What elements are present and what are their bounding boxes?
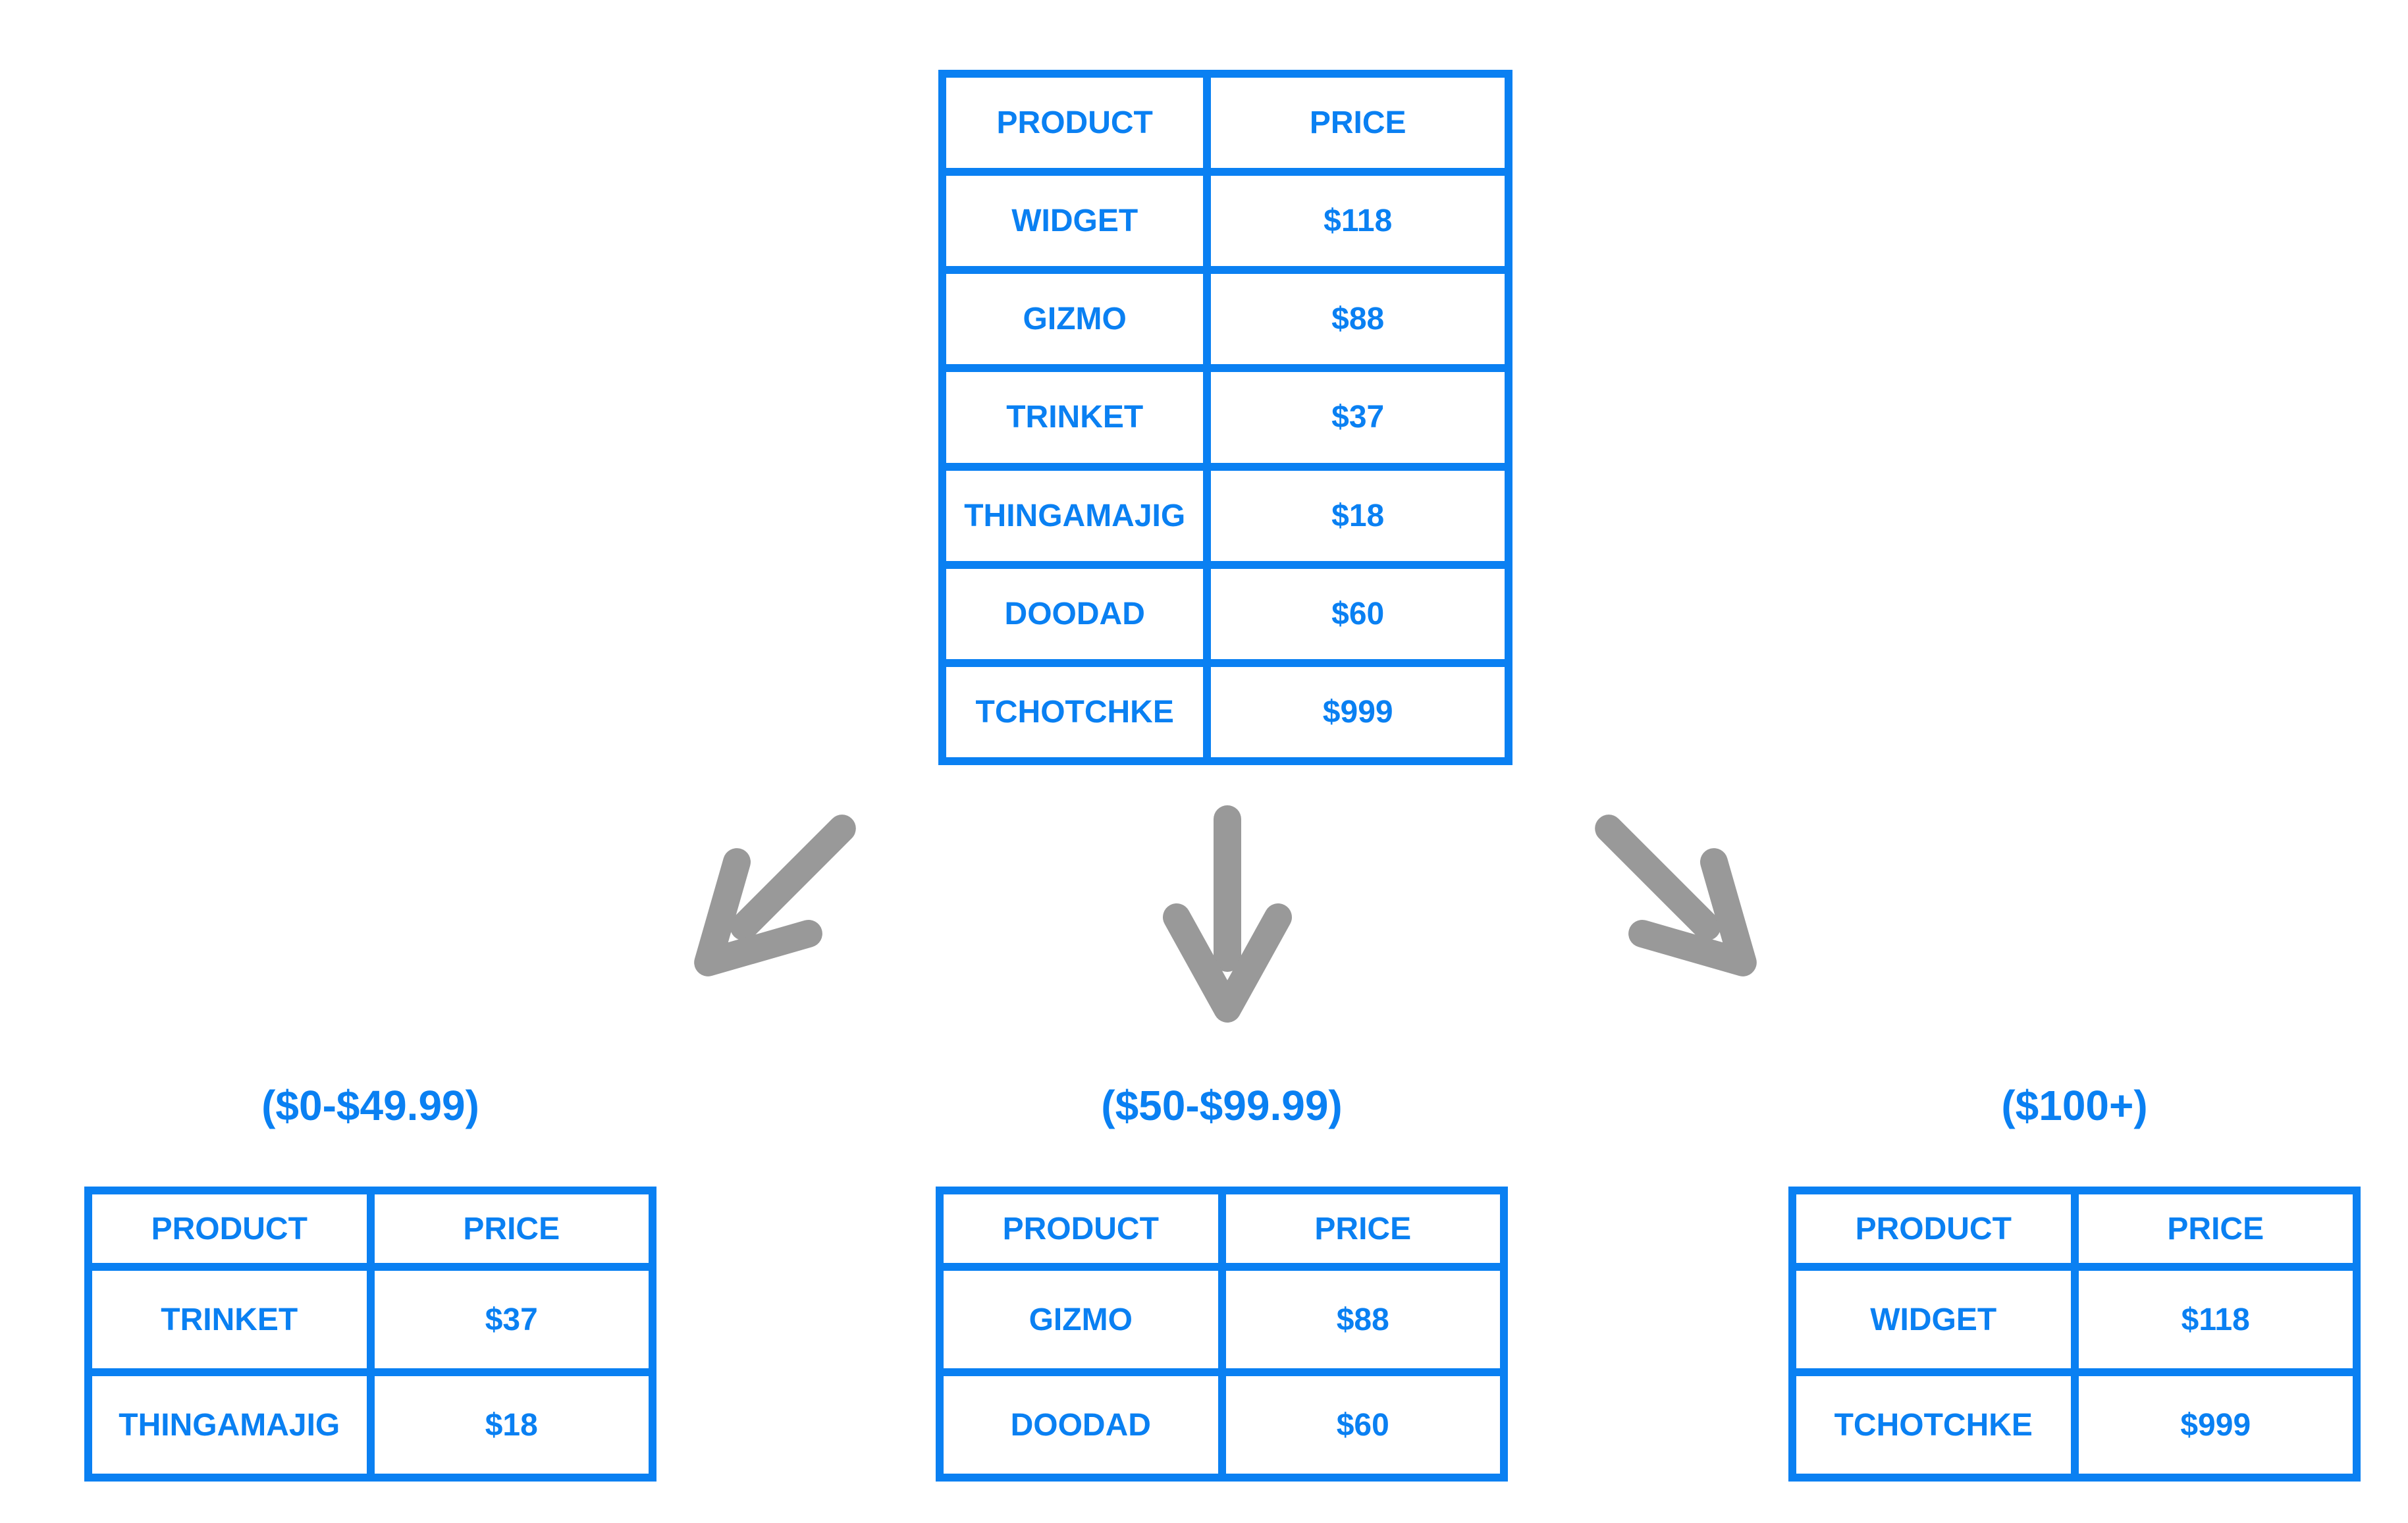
- table-cell: TCHOTCHKE: [946, 666, 1204, 757]
- branch-table-header-price: PRICE: [1225, 1194, 1500, 1263]
- branch-table-header-price: PRICE: [374, 1194, 649, 1263]
- table-cell: TRINKET: [92, 1271, 367, 1368]
- source-table-header-product: PRODUCT: [946, 78, 1204, 169]
- table-cell: THINGAMAJIG: [946, 470, 1204, 561]
- table-cell: TRINKET: [946, 372, 1204, 463]
- table-cell: THINGAMAJIG: [92, 1376, 367, 1474]
- table-cell: DOODAD: [946, 568, 1204, 659]
- table-cell: $37: [1211, 372, 1505, 463]
- table-cell: $999: [1211, 666, 1505, 757]
- table-cell: $118: [2078, 1271, 2353, 1368]
- table-cell: WIDGET: [1796, 1271, 2071, 1368]
- branch-label-mid-range: ($50-$99.99): [1101, 1082, 1343, 1129]
- branch-label-low-range: ($0-$49.99): [261, 1082, 479, 1129]
- table-cell: $37: [374, 1271, 649, 1368]
- table-cell: DOODAD: [944, 1376, 1218, 1474]
- source-table-header-price: PRICE: [1211, 78, 1505, 169]
- table-cell: TCHOTCHKE: [1796, 1376, 2071, 1474]
- table-cell: $60: [1211, 568, 1505, 659]
- branch-table-mid-range: PRODUCT PRICE GIZMO $88 DOODAD $60: [936, 1187, 1508, 1482]
- branch-table-header-product: PRODUCT: [92, 1194, 367, 1263]
- source-table: PRODUCT PRICE WIDGET $118 GIZMO $88 TRIN…: [938, 70, 1512, 765]
- table-cell: $999: [2078, 1376, 2353, 1474]
- branch-table-header-product: PRODUCT: [944, 1194, 1218, 1263]
- table-cell: $18: [1211, 470, 1505, 561]
- down-left-arrow-icon: [645, 765, 905, 1026]
- branch-table-low-range: PRODUCT PRICE TRINKET $37 THINGAMAJIG $1…: [84, 1187, 656, 1482]
- table-cell: GIZMO: [946, 274, 1204, 365]
- table-cell: $118: [1211, 176, 1505, 267]
- down-right-arrow-icon: [1545, 765, 1806, 1026]
- branch-table-high-range: PRODUCT PRICE WIDGET $118 TCHOTCHKE $999: [1788, 1187, 2361, 1482]
- branch-label-high-range: ($100+): [2001, 1082, 2148, 1129]
- table-cell: $88: [1225, 1271, 1500, 1368]
- down-arrow-icon: [1152, 805, 1303, 1023]
- table-cell: $88: [1211, 274, 1505, 365]
- table-cell: WIDGET: [946, 176, 1204, 267]
- table-cell: $18: [374, 1376, 649, 1474]
- table-cell: GIZMO: [944, 1271, 1218, 1368]
- branch-table-header-price: PRICE: [2078, 1194, 2353, 1263]
- table-cell: $60: [1225, 1376, 1500, 1474]
- branch-table-header-product: PRODUCT: [1796, 1194, 2071, 1263]
